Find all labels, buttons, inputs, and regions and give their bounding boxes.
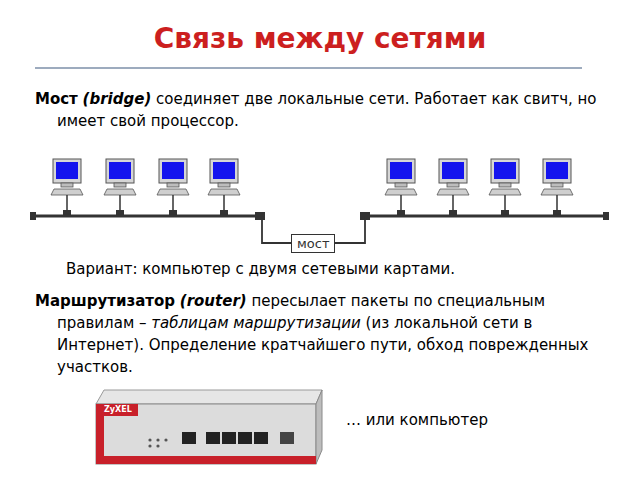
term-english: (bridge) [83, 90, 152, 108]
term: Мост [35, 90, 78, 108]
left-network [30, 159, 300, 243]
term-english: (router) [180, 292, 247, 310]
computer-icon [489, 159, 521, 200]
computer-icon [208, 159, 240, 200]
computer-icon [437, 159, 469, 200]
node-label: мост [297, 236, 329, 251]
right-network [326, 159, 609, 243]
emphasis: таблицам маршрутизации [151, 314, 361, 332]
computer-icon [157, 159, 189, 200]
router-text: Маршрутизатор (router) пересылает пакеты… [35, 290, 617, 378]
computer-icon [104, 159, 136, 200]
title-rule [35, 67, 582, 69]
variant-note: Вариант: компьютер с двумя сетевыми карт… [66, 258, 628, 280]
bridge-text: Мост (bridge) соединяет две локальные се… [35, 88, 627, 132]
brand-logo: ZyXEL [104, 404, 132, 416]
computer-icon [385, 159, 417, 200]
computer-icon [541, 159, 573, 200]
note: … или компьютер [346, 411, 488, 429]
bridge-box: мост [291, 234, 335, 253]
note: Вариант: компьютер с двумя сетевыми карт… [66, 260, 455, 278]
title: Связь между сетями [0, 22, 640, 56]
network-bus [364, 215, 603, 218]
network-bus [32, 215, 262, 218]
term: Маршрутизатор [35, 292, 175, 310]
computer-icon [51, 159, 83, 200]
router-picture [96, 390, 322, 464]
